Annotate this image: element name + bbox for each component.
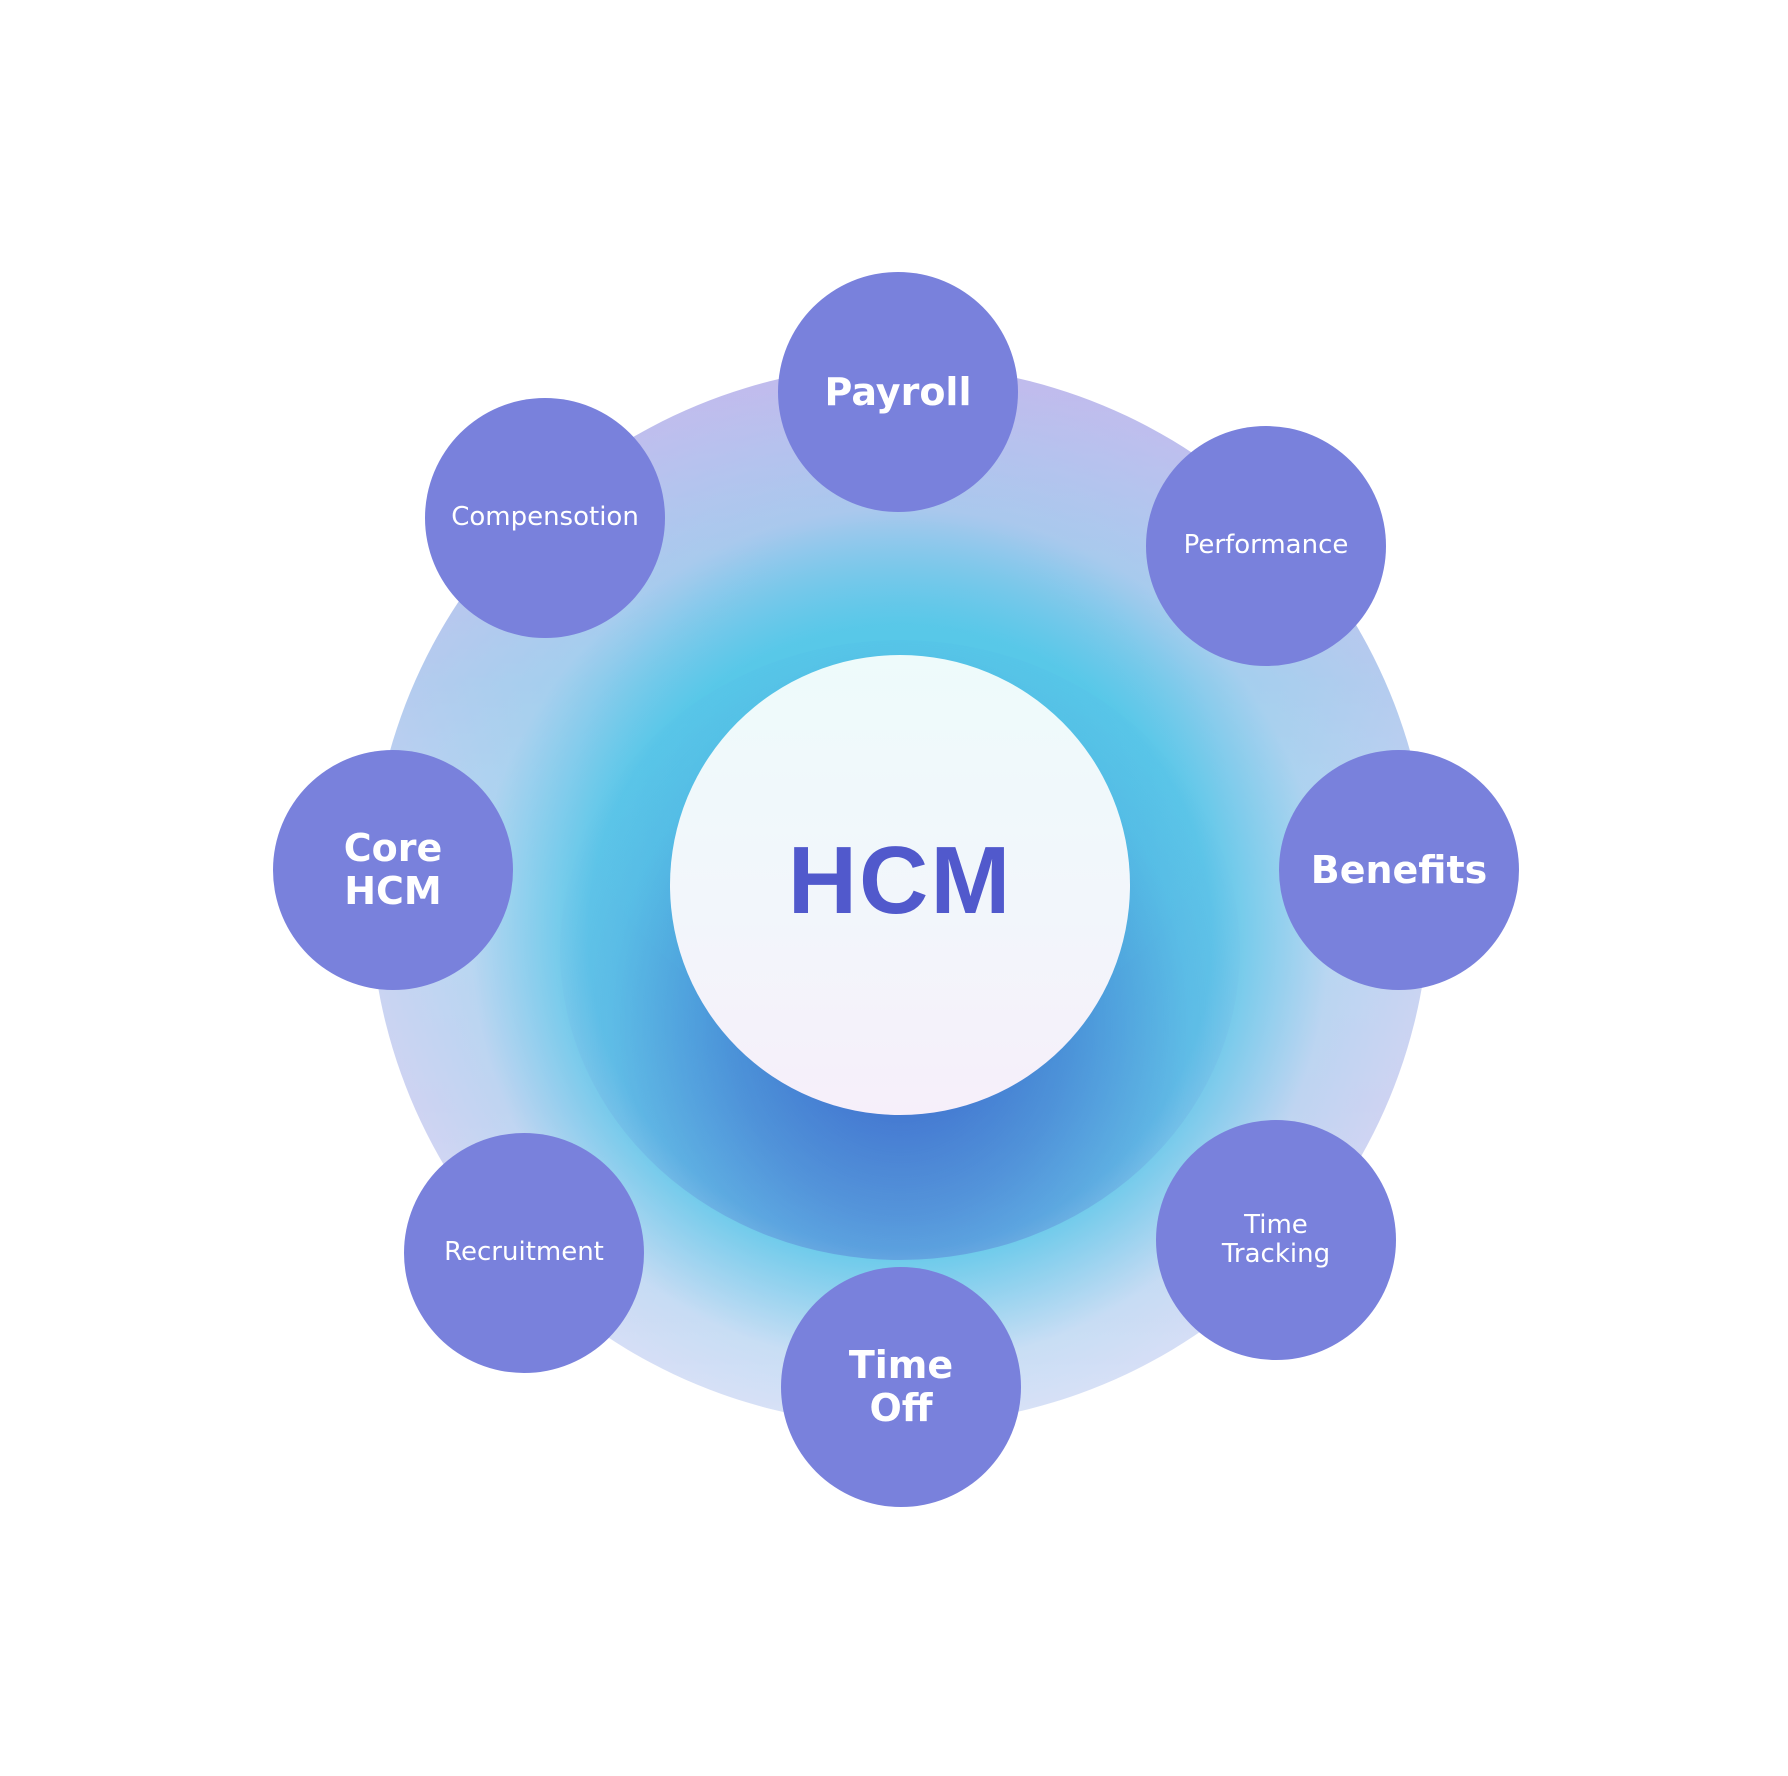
node-performance[interactable]: Performance: [1146, 426, 1386, 666]
node-benefits[interactable]: Benefits: [1279, 750, 1519, 990]
node-time-off-line2: Off: [869, 1386, 933, 1430]
node-core-hcm-label: Core HCM: [344, 827, 443, 912]
node-time-tracking-line2: Tracking: [1221, 1239, 1331, 1269]
node-time-tracking[interactable]: Time Tracking: [1156, 1120, 1396, 1360]
node-payroll[interactable]: Payroll: [778, 272, 1018, 512]
node-payroll-label: Payroll: [824, 369, 972, 414]
node-core-hcm-line1: Core: [343, 826, 443, 871]
node-recruitment[interactable]: Recruitment: [404, 1133, 644, 1373]
node-core-hcm-line2: HCM: [344, 869, 442, 913]
node-recruitment-label: Recruitment: [444, 1237, 604, 1268]
node-benefits-label: Benefits: [1310, 847, 1488, 892]
center-label: HCM: [787, 827, 1013, 934]
node-compensation-label: Compensotion: [451, 502, 639, 533]
center-circle: HCM: [670, 655, 1130, 1115]
node-performance-label: Performance: [1183, 530, 1349, 561]
node-time-tracking-line1: Time: [1244, 1209, 1308, 1240]
node-time-off-line1: Time: [848, 1343, 954, 1388]
node-time-off[interactable]: Time Off: [781, 1267, 1021, 1507]
node-core-hcm[interactable]: Core HCM: [273, 750, 513, 990]
node-compensation[interactable]: Compensotion: [425, 398, 665, 638]
node-time-tracking-label: Time Tracking: [1221, 1209, 1331, 1269]
node-time-off-label: Time Off: [849, 1344, 953, 1429]
